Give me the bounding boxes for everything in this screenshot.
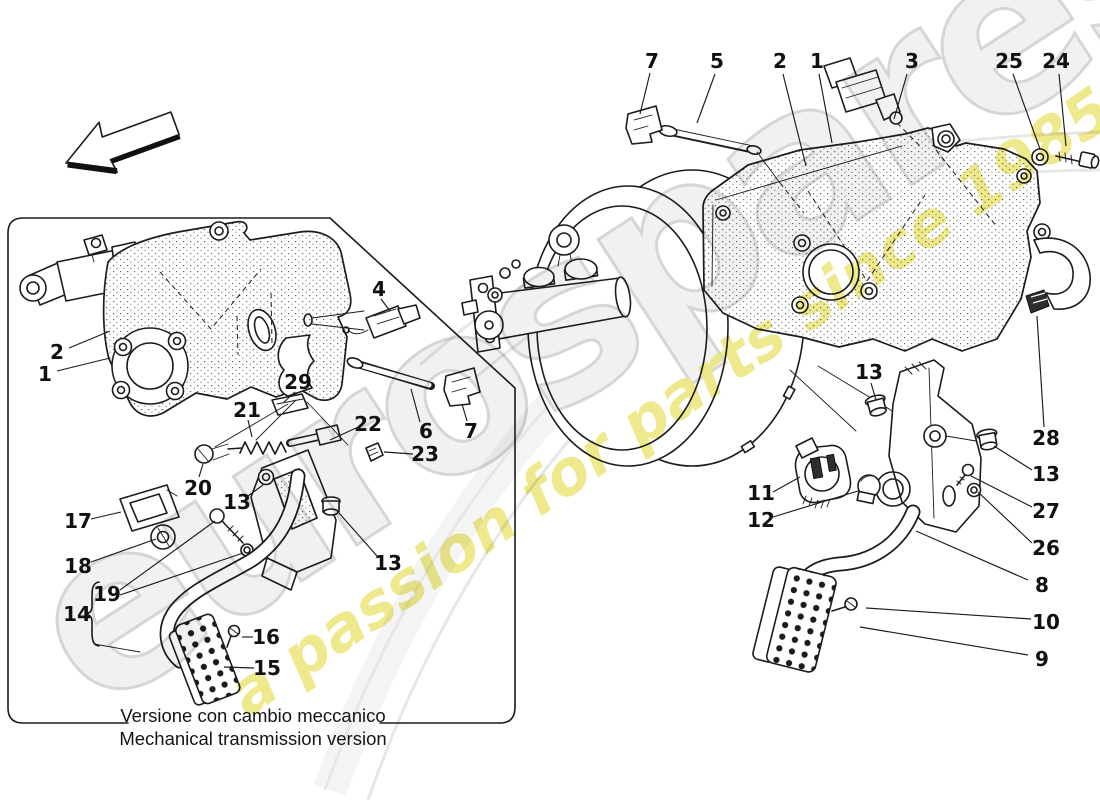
callout-1: 1 (810, 49, 824, 73)
callout-24: 24 (1042, 49, 1070, 73)
leader-line-18 (90, 538, 157, 563)
leader-line-28 (1036, 315, 1045, 428)
leader-line-7 (461, 403, 468, 422)
throttle-sensor (794, 437, 852, 509)
callout-5: 5 (710, 49, 724, 73)
retaining-clip-top (625, 105, 663, 145)
leader-line-13 (993, 445, 1033, 471)
leader-line-7 (639, 72, 651, 115)
bushing-13-right (976, 428, 998, 451)
callout-29: 29 (284, 370, 312, 394)
callout-7: 7 (645, 49, 659, 73)
callout-21: 21 (233, 398, 261, 422)
pedal-cover-panel-drawing (625, 57, 1100, 352)
caption-line1: Versione con cambio meccanico (120, 705, 385, 726)
callout-17: 17 (64, 509, 92, 533)
callout-13: 13 (1032, 462, 1060, 486)
callout-2: 2 (50, 340, 64, 364)
leader-line-22 (329, 427, 357, 441)
leader-line-26 (977, 491, 1033, 544)
leader-line-15 (223, 666, 255, 669)
callout-9: 9 (1035, 647, 1049, 671)
brace-14 (85, 581, 100, 647)
leader-line-1 (56, 357, 111, 372)
direction-arrow-icon (65, 111, 181, 175)
callout-1: 1 (38, 362, 52, 386)
brake-master-cylinder (461, 258, 632, 353)
clutch-pedal-pad (168, 613, 241, 706)
accelerator-pedal-assembly-drawing (752, 359, 998, 673)
leader-line-27 (970, 475, 1033, 508)
callout-16: 16 (252, 625, 280, 649)
leader-line-13 (247, 484, 264, 497)
callout-8: 8 (1035, 573, 1049, 597)
leader-line-8 (915, 530, 1029, 581)
leader-line-20 (198, 463, 204, 478)
callout-28: 28 (1032, 426, 1060, 450)
callout-27: 27 (1032, 499, 1060, 523)
bushing-13-top (864, 394, 887, 417)
callout-10: 10 (1032, 610, 1060, 634)
leader-line-19 (119, 520, 216, 591)
accel-pedal-pad (752, 566, 837, 673)
callout-14: 14 (63, 602, 91, 626)
callout-25: 25 (995, 49, 1023, 73)
callout-3: 3 (905, 49, 919, 73)
leader-line-19 (119, 552, 244, 596)
accel-pedal-bracket (875, 359, 982, 533)
callout-23: 23 (411, 442, 439, 466)
leader-line-10 (865, 607, 1032, 620)
leader-line-3 (893, 73, 908, 120)
leader-line-5 (696, 73, 716, 124)
callout-13: 13 (374, 551, 402, 575)
leader-line-4 (380, 298, 391, 312)
flange-bolts (111, 331, 187, 401)
leader-line-11 (772, 476, 801, 493)
leader-line-13 (338, 512, 378, 557)
callout-19: 19 (93, 582, 121, 606)
callout-15: 15 (253, 656, 281, 680)
leader-line-24 (1058, 73, 1067, 147)
leader-line-1 (818, 73, 833, 144)
callout-22: 22 (354, 412, 382, 436)
clutch-pedal-assembly-drawing (19, 220, 481, 706)
retaining-clip-left (443, 367, 481, 407)
clutch-switch (342, 304, 421, 339)
leader-line-17 (90, 511, 122, 520)
callout-6: 6 (419, 419, 433, 443)
caption-line2: Mechanical transmission version (119, 728, 386, 749)
callout-18: 18 (64, 554, 92, 578)
brake-servo-drawing (461, 169, 809, 467)
leader-line-6 (410, 388, 421, 423)
bushing-13-left (321, 496, 341, 516)
leader-line-12 (772, 490, 859, 518)
leader-line-13 (870, 382, 877, 401)
housing-clamp-foot (277, 334, 315, 397)
callout-26: 26 (1032, 536, 1060, 560)
brake-switch (823, 57, 903, 125)
callout-13: 13 (223, 490, 251, 514)
leader-line-21 (247, 419, 253, 438)
drawing-layer (7, 57, 1100, 724)
callout-4: 4 (372, 277, 386, 301)
callout-11: 11 (747, 481, 775, 505)
callout-2: 2 (773, 49, 787, 73)
cover-panel (702, 127, 1041, 352)
caption: Versione con cambio meccanico Mechanical… (119, 705, 386, 749)
callout-12: 12 (747, 508, 775, 532)
callout-13: 13 (855, 360, 883, 384)
leader-line-25 (1012, 73, 1041, 150)
callout-20: 20 (184, 476, 212, 500)
callout-7: 7 (464, 419, 478, 443)
leader-line-29 (283, 391, 296, 403)
variant-box-outline (7, 217, 516, 724)
cover-hook-bracket (1033, 237, 1091, 310)
leader-line-2 (68, 330, 111, 349)
leader-line-9 (859, 626, 1029, 656)
bolt-24 (1055, 151, 1100, 169)
leader-line-2 (782, 73, 807, 167)
leader-line-23 (383, 451, 414, 455)
